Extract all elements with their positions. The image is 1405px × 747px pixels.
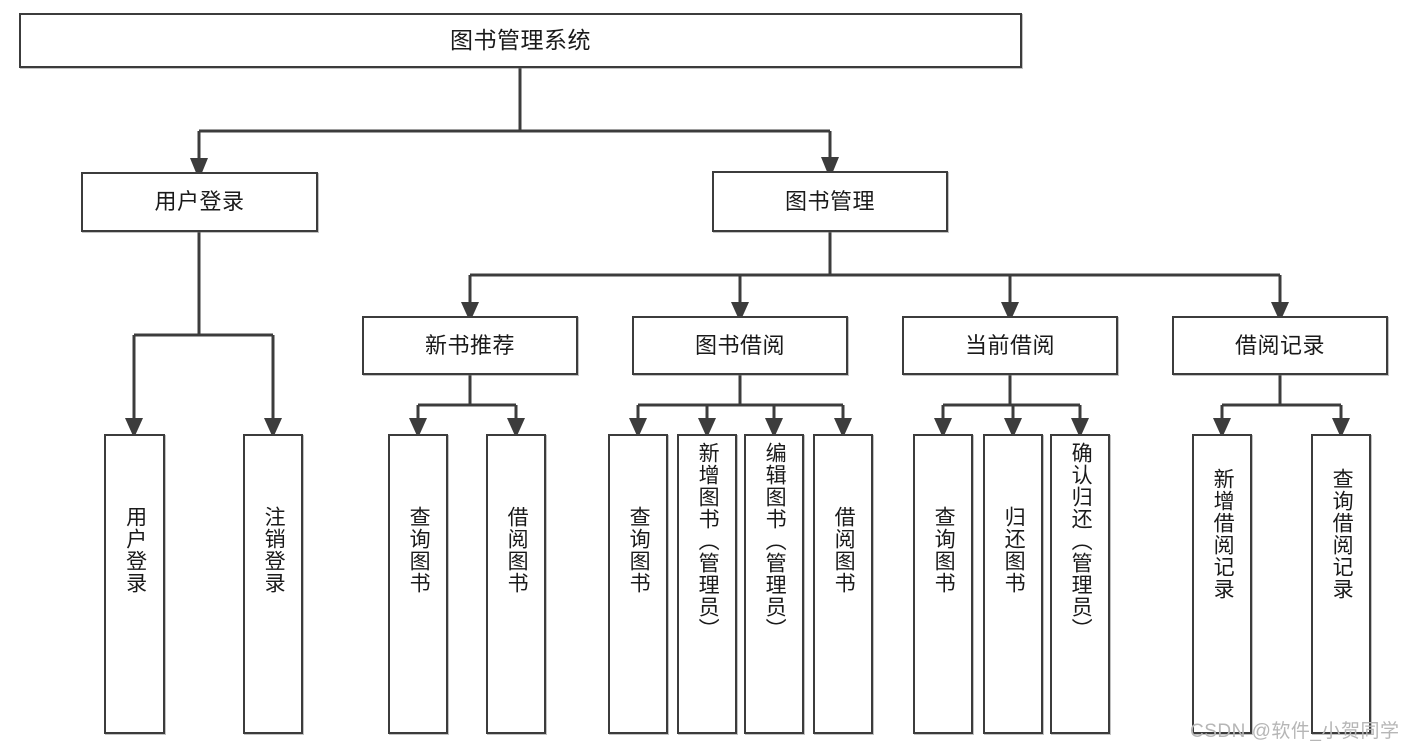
node-leaf-logout-login[interactable]: 注销登录: [243, 434, 303, 734]
node-new-book-recommend-label: 新书推荐: [424, 332, 515, 358]
node-leaf-return-book[interactable]: 归还图书: [983, 434, 1043, 734]
node-user-login[interactable]: 用户登录: [81, 172, 318, 232]
node-leaf-query-book-2[interactable]: 查询图书: [608, 434, 668, 734]
node-book-borrow[interactable]: 图书借阅: [632, 316, 848, 375]
node-leaf-edit-book[interactable]: 编辑图书（管理员）: [744, 434, 804, 734]
node-leaf-borrow-book-1[interactable]: 借阅图书: [486, 434, 546, 734]
node-leaf-borrow-book-1-label: 借阅图书: [505, 506, 529, 594]
node-borrow-record-label: 借阅记录: [1234, 332, 1325, 358]
node-leaf-query-book-3[interactable]: 查询图书: [913, 434, 973, 734]
node-leaf-query-book-3-label: 查询图书: [932, 506, 956, 594]
node-new-book-recommend[interactable]: 新书推荐: [362, 316, 578, 375]
node-leaf-confirm-return-label: 确认归还（管理员）: [1069, 442, 1093, 640]
node-leaf-query-book-1-label: 查询图书: [407, 506, 431, 594]
node-leaf-user-login-label: 用户登录: [123, 506, 147, 594]
node-leaf-confirm-return[interactable]: 确认归还（管理员）: [1050, 434, 1110, 734]
node-leaf-borrow-book-2-label: 借阅图书: [832, 506, 856, 594]
node-root-label: 图书管理系统: [450, 26, 591, 53]
node-leaf-edit-book-label: 编辑图书（管理员）: [763, 442, 787, 640]
node-leaf-query-book-1[interactable]: 查询图书: [388, 434, 448, 734]
watermark: CSDN @软件_小贺同学: [1190, 721, 1400, 742]
node-leaf-user-login[interactable]: 用户登录: [104, 434, 165, 734]
node-leaf-query-book-2-label: 查询图书: [627, 506, 651, 594]
node-book-management-label: 图书管理: [784, 188, 875, 214]
node-leaf-add-book-label: 新增图书（管理员）: [696, 442, 720, 640]
node-leaf-query-borrow-record[interactable]: 查询借阅记录: [1311, 434, 1371, 734]
node-book-borrow-label: 图书借阅: [694, 332, 785, 358]
node-root[interactable]: 图书管理系统: [19, 13, 1022, 68]
node-leaf-return-book-label: 归还图书: [1002, 506, 1026, 594]
node-user-login-label: 用户登录: [154, 189, 245, 215]
node-leaf-logout-login-label: 注销登录: [262, 506, 286, 594]
node-book-management[interactable]: 图书管理: [712, 171, 948, 232]
node-leaf-add-book[interactable]: 新增图书（管理员）: [677, 434, 737, 734]
node-leaf-borrow-book-2[interactable]: 借阅图书: [813, 434, 873, 734]
node-leaf-query-borrow-record-label: 查询借阅记录: [1330, 468, 1354, 600]
node-current-borrow[interactable]: 当前借阅: [902, 316, 1118, 375]
node-current-borrow-label: 当前借阅: [964, 332, 1055, 358]
node-leaf-add-borrow-record[interactable]: 新增借阅记录: [1192, 434, 1252, 734]
node-borrow-record[interactable]: 借阅记录: [1172, 316, 1388, 375]
node-leaf-add-borrow-record-label: 新增借阅记录: [1211, 468, 1235, 600]
